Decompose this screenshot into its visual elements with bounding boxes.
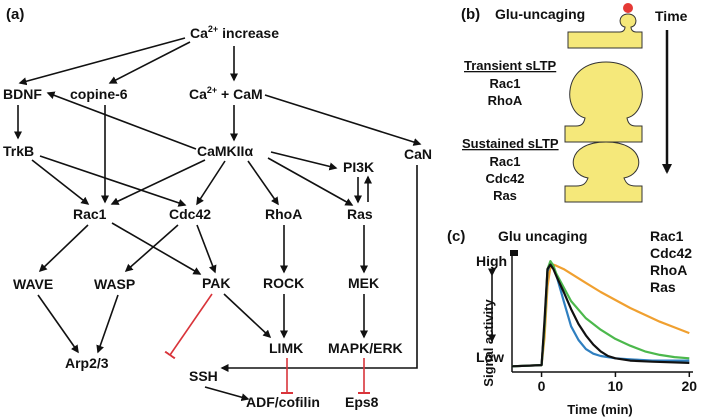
edge-rac1-wave	[38, 224, 89, 273]
node-camkii: CaMKIIα	[197, 143, 253, 159]
x-tick-label: 0	[538, 378, 546, 394]
edge-wasp-arp	[96, 294, 119, 354]
sustained-item-cdc42: Cdc42	[485, 171, 524, 186]
edge-camkii-cdc42	[196, 160, 226, 206]
edge-camkii-rhoa	[247, 160, 279, 206]
edge-can-ssh	[220, 165, 418, 372]
node-wasp: WASP	[94, 276, 135, 292]
node-wave: WAVE	[13, 276, 53, 292]
x-axis-label: Time (min)	[567, 402, 633, 417]
node-rock: ROCK	[263, 275, 304, 291]
node-eps8: Eps8	[345, 394, 379, 410]
edge-wave-arp	[37, 294, 79, 354]
glu-uncaging-annotation: Glu uncaging	[498, 228, 587, 244]
node-mapk-erk: MAPK/ERK	[328, 340, 403, 356]
node-ca-increase: Ca2+increase	[190, 24, 279, 41]
node-ras: Ras	[347, 206, 373, 222]
y-axis-label: Signal activity	[481, 299, 496, 387]
panel-c: (c) Glu uncaging Signal activity High Lo…	[447, 228, 697, 417]
node-rac1: Rac1	[73, 206, 107, 222]
legend-ras: Ras	[650, 279, 676, 295]
legend-rhoa: RhoA	[650, 262, 687, 278]
y-tick-low: Low	[476, 349, 504, 365]
node-pi3k: PI3K	[343, 159, 374, 175]
transient-item-rhoa: RhoA	[488, 93, 523, 108]
edge-camkii-ras	[267, 157, 354, 206]
edge-cdc42-wasp	[124, 224, 179, 272]
inhibition-edges	[164, 293, 370, 394]
node-arp2-3: Arp2/3	[65, 355, 109, 371]
edge-cdc42-pak	[196, 224, 217, 274]
series-line-ras	[511, 263, 690, 368]
sustained-item-ras: Ras	[493, 188, 517, 203]
edge-camkii-bdnf	[46, 91, 197, 150]
transient-item-rac1: Rac1	[489, 76, 520, 91]
inhibit-pak-ssh	[164, 293, 213, 360]
node-limk: LIMK	[269, 340, 303, 356]
edge-rac1-pak	[111, 222, 202, 275]
edge-cacam-can	[264, 94, 422, 146]
node-pak: PAK	[202, 275, 231, 291]
node-ca-cam: Ca2+ + CaM	[189, 85, 263, 102]
transient-sltp-title: Transient sLTP	[464, 58, 557, 73]
y-tick-high: High	[476, 253, 507, 269]
edge-ca-bdnf	[18, 37, 186, 86]
legend-cdc42: Cdc42	[650, 245, 692, 261]
spine-before	[567, 13, 643, 49]
uncaging-marker	[510, 250, 518, 256]
panel-c-label: (c)	[447, 228, 465, 245]
plot-area: 0 10 20	[511, 252, 698, 394]
sustained-item-rac1: Rac1	[489, 154, 520, 169]
edge-ssh-adf	[204, 386, 250, 402]
panel-a-label: (a)	[6, 6, 24, 23]
edge-camkii-pi3k	[270, 151, 338, 171]
panel-b-label: (b)	[461, 6, 480, 23]
panel-a: (a) Ca2+increase BDNF copine-6 Ca2+ + Ca…	[3, 6, 432, 410]
sustained-sltp-title: Sustained sLTP	[462, 136, 559, 151]
node-mek: MEK	[348, 275, 379, 291]
time-label: Time	[655, 8, 688, 24]
node-copine-6: copine-6	[70, 86, 128, 102]
legend-rac1: Rac1	[650, 228, 684, 244]
x-tick-label: 10	[608, 378, 624, 394]
edge-pak-limk	[223, 293, 272, 339]
edge-trkb-cdc42	[39, 155, 187, 207]
legend: Rac1 Cdc42 RhoA Ras	[650, 228, 692, 295]
edge-camkii-rac1	[110, 159, 206, 205]
node-trkb: TrkB	[3, 143, 34, 159]
glu-uncaging-label: Glu-uncaging	[495, 6, 585, 22]
spine-transient	[564, 61, 643, 143]
uncaging-dot	[623, 3, 633, 13]
node-rhoa: RhoA	[265, 206, 302, 222]
x-tick-label: 20	[682, 378, 698, 394]
node-cdc42: Cdc42	[169, 206, 211, 222]
node-can: CaN	[404, 146, 432, 162]
edge-trkb-rac1	[31, 159, 90, 205]
activation-arrows	[14, 37, 422, 402]
edge-ca-copine6	[108, 41, 191, 84]
panel-b: (b) Glu-uncaging Time Transient sLTP Rac…	[461, 3, 688, 203]
spine-sustained	[564, 141, 643, 203]
node-adf-cofilin: ADF/cofilin	[246, 394, 320, 410]
node-bdnf: BDNF	[3, 86, 42, 102]
node-ssh: SSH	[189, 368, 218, 384]
